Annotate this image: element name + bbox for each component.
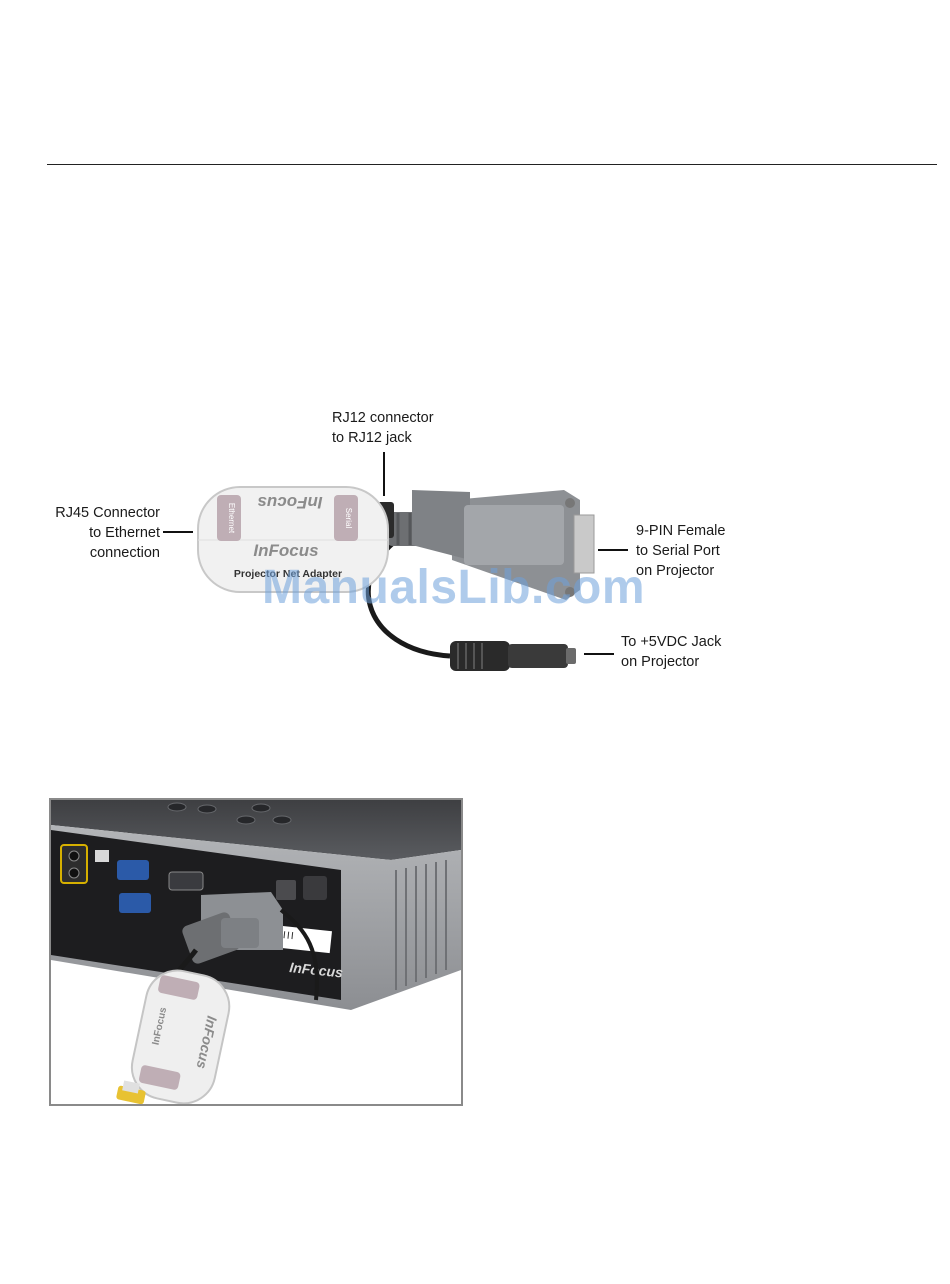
leader-serial xyxy=(598,549,628,551)
projector-photo: InFocus InFocus InFocus xyxy=(49,798,463,1106)
leader-rj45 xyxy=(163,531,193,533)
callout-power: To +5VDC Jack on Projector xyxy=(621,632,721,672)
adapter-ethernet-tag: Ethernet xyxy=(227,503,236,534)
leader-rj12 xyxy=(383,452,385,496)
adapter-brand-front: InFocus xyxy=(253,541,318,560)
callout-rj12: RJ12 connector to RJ12 jack xyxy=(332,408,434,448)
callout-serial: 9-PIN Female to Serial Port on Projector xyxy=(636,521,725,581)
adapter-serial-tag: Serial xyxy=(344,508,353,529)
leader-power xyxy=(584,653,614,655)
callout-rj45: RJ45 Connector to Ethernet connection xyxy=(50,503,160,563)
adapter-brand-top: InFocus xyxy=(257,493,322,512)
watermark: ManualsLib.com xyxy=(262,560,645,615)
projector-illustration: InFocus InFocus InFocus xyxy=(51,800,461,1104)
header-rule xyxy=(47,164,937,165)
